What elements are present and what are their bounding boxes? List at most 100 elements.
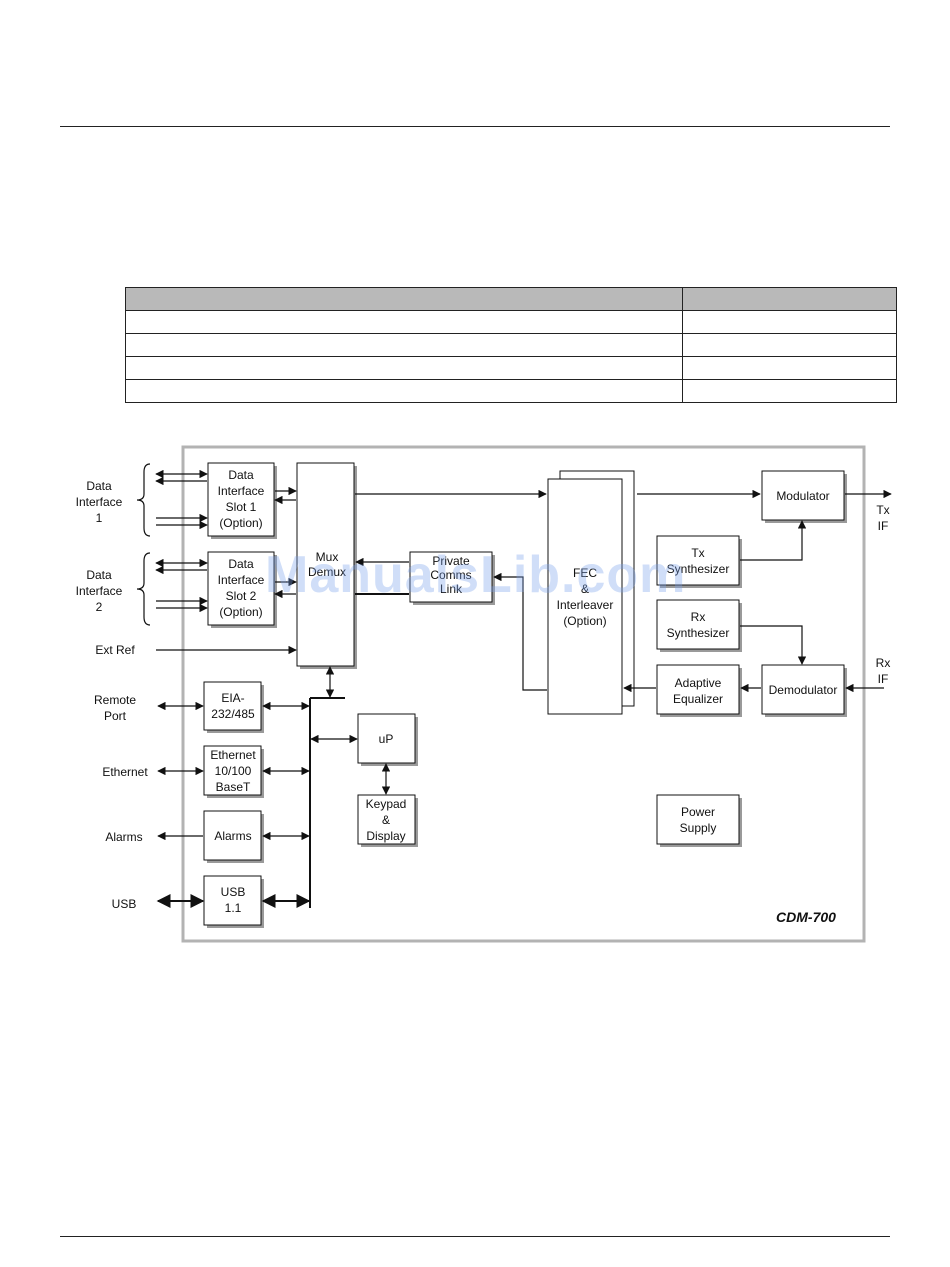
label-line: Tx — [691, 546, 704, 560]
fec-block — [547, 478, 623, 715]
alarms-port-label: Alarms — [105, 830, 142, 844]
modulator-block — [761, 470, 845, 521]
label-line: Demodulator — [769, 683, 838, 697]
label-line: Mux — [316, 550, 339, 564]
label-line: Interface — [218, 484, 265, 498]
label-line: Rx — [691, 610, 706, 624]
eia-232-485-label: EIA- 232/485 — [211, 691, 255, 721]
label-line: Synthesizer — [667, 562, 730, 576]
label-line: IF — [878, 672, 889, 686]
label-line: Interface — [218, 573, 265, 587]
ethernet-port-label: Ethernet — [102, 765, 148, 779]
eia-232-485-block — [203, 681, 262, 731]
label-line: & — [581, 582, 589, 596]
label-line: Supply — [680, 821, 717, 835]
table-row — [125, 333, 897, 357]
footer-rule — [60, 1236, 890, 1237]
label-line: (Option) — [219, 516, 262, 530]
label-line: Slot 1 — [226, 500, 257, 514]
label-line: Link — [440, 582, 463, 596]
header-rule — [60, 126, 890, 127]
specification-table — [125, 287, 897, 403]
label-line: Interface — [76, 495, 123, 509]
label-line: (Option) — [219, 605, 262, 619]
table-row — [125, 356, 897, 380]
label-line: Data — [86, 479, 112, 493]
power-supply-block — [656, 794, 740, 845]
label-line: & — [382, 813, 390, 827]
label-line: Data — [228, 557, 254, 571]
label-line: Ethernet — [210, 748, 256, 762]
modulator-label: Modulator — [776, 489, 829, 503]
tx-synthesizer-block — [656, 535, 740, 586]
label-line: 10/100 — [215, 764, 252, 778]
data-interface-slot2-block — [207, 551, 275, 626]
usb-block-label: USB 1.1 — [221, 885, 246, 915]
label-line: (Option) — [563, 614, 606, 628]
label-line: Alarms — [105, 830, 142, 844]
label-line: Interface — [76, 584, 123, 598]
label-line: Modulator — [776, 489, 829, 503]
label-line: Port — [104, 709, 127, 723]
rx-synthesizer-block — [656, 599, 740, 650]
usb-port-label: USB — [112, 897, 137, 911]
up-block — [357, 713, 416, 764]
label-line: USB — [221, 885, 246, 899]
unit-outline — [181, 445, 866, 943]
table-header-row — [125, 287, 897, 311]
mux-demux-block — [296, 462, 355, 667]
label-line: IF — [878, 519, 889, 533]
label-line: uP — [379, 732, 394, 746]
label-line: Rx — [876, 656, 891, 670]
label-line: Ethernet — [102, 765, 148, 779]
ext-ref-label: Ext Ref — [95, 643, 135, 657]
label-line: Display — [366, 829, 405, 843]
label-line: Synthesizer — [667, 626, 730, 640]
label-line: Alarms — [214, 829, 251, 843]
table-row — [125, 379, 897, 403]
label-line: Comms — [430, 568, 471, 582]
label-line: 2 — [96, 600, 103, 614]
label-line: USB — [112, 897, 137, 911]
label-line: Keypad — [366, 797, 407, 811]
ethernet-block — [203, 745, 262, 796]
label-line: Equalizer — [673, 692, 723, 706]
label-line: 1 — [96, 511, 103, 525]
demodulator-block — [761, 664, 845, 715]
private-comms-link-block — [409, 551, 493, 603]
label-line: 1.1 — [225, 901, 242, 915]
label-line: Ext Ref — [95, 643, 135, 657]
alarms-block-label: Alarms — [214, 829, 251, 843]
keypad-display-block — [357, 794, 416, 845]
up-label: uP — [379, 732, 394, 746]
label-line: Tx — [876, 503, 889, 517]
label-line: EIA- — [221, 691, 244, 705]
label-line: Demux — [308, 565, 346, 579]
label-line: 232/485 — [211, 707, 255, 721]
keypad-display-label: Keypad & Display — [366, 797, 407, 843]
label-line: Remote — [94, 693, 136, 707]
label-line: BaseT — [216, 780, 251, 794]
alarms-block — [203, 810, 262, 861]
fec-interleaver-label: FEC&Interleaver(Option) — [557, 566, 614, 628]
watermark: ManualsLib.com — [265, 546, 687, 604]
demodulator-label: Demodulator — [769, 683, 838, 697]
label-line: Data — [228, 468, 254, 482]
model-label: CDM-700 — [776, 909, 836, 925]
data-interface-slot1-block — [207, 462, 275, 537]
label-line: FEC — [573, 566, 597, 580]
adaptive-equalizer-block — [656, 664, 740, 715]
